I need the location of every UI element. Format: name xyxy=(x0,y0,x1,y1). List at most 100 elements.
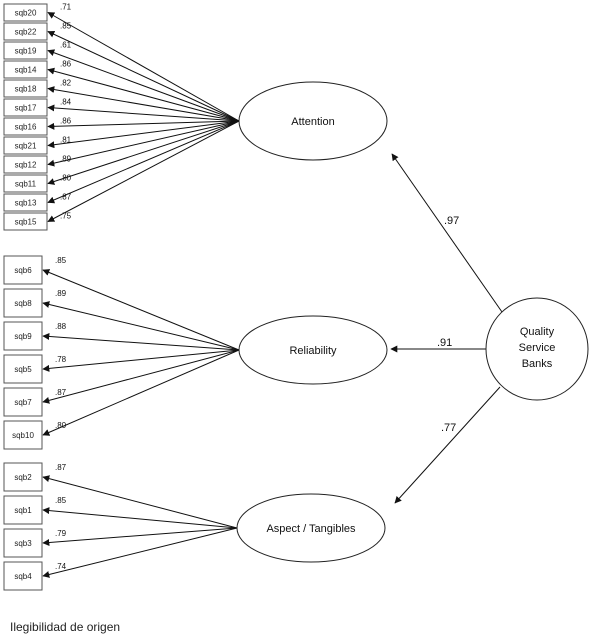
indicator-box-frame xyxy=(3,98,48,117)
indicator-loading: .79 xyxy=(55,529,67,538)
factor-label: Attention xyxy=(291,116,334,128)
indicator-box-frame xyxy=(3,3,48,22)
structural-loading-tangibles: .77 xyxy=(441,422,456,434)
indicator-box-frame xyxy=(3,174,48,193)
indicator-box-frame xyxy=(3,79,48,98)
root-label-line: Banks xyxy=(522,358,553,370)
indicator-loading: .89 xyxy=(60,155,72,164)
indicator-box-sqb6: sqb6 xyxy=(3,255,43,285)
indicator-box-sqb14: sqb14 xyxy=(3,60,48,79)
indicator-box-sqb17: sqb17 xyxy=(3,98,48,117)
indicator-box-frame xyxy=(3,495,43,525)
indicator-loading: .87 xyxy=(60,193,72,202)
indicator-label: sqb7 xyxy=(14,398,32,407)
root-label-line: Service xyxy=(519,342,556,354)
indicator-loading: .80 xyxy=(60,174,72,183)
factor-reliability: Reliability xyxy=(238,315,388,385)
factor-ellipse xyxy=(238,81,388,161)
indicator-loading: .82 xyxy=(60,79,72,88)
indicator-box-sqb7: sqb7 xyxy=(3,387,43,417)
indicator-box-sqb11: sqb11 xyxy=(3,174,48,193)
indicator-box-sqb9: sqb9 xyxy=(3,321,43,351)
indicator-loading: .88 xyxy=(55,322,67,331)
indicator-box-frame xyxy=(3,528,43,558)
indicator-label: sqb5 xyxy=(14,365,32,374)
indicator-box-sqb4: sqb4 xyxy=(3,561,43,591)
indicator-loading: .85 xyxy=(60,22,72,31)
factor-attention: Attention xyxy=(238,81,388,161)
indicator-label: sqb12 xyxy=(15,161,37,170)
tangibles-indicator-path xyxy=(42,507,238,529)
indicator-label: sqb20 xyxy=(15,9,37,18)
indicator-box-sqb15: sqb15 xyxy=(3,212,48,231)
indicator-label: sqb19 xyxy=(15,47,37,56)
indicator-loading: .87 xyxy=(55,388,67,397)
root-label-line: Quality xyxy=(520,326,555,338)
indicator-box-sqb20: sqb20 xyxy=(3,3,48,22)
indicator-box-frame xyxy=(3,420,43,450)
indicator-loading: .78 xyxy=(55,355,67,364)
indicator-label: sqb8 xyxy=(14,299,32,308)
indicator-label: sqb9 xyxy=(14,332,32,341)
indicator-box-sqb2: sqb2 xyxy=(3,462,43,492)
indicator-label: sqb16 xyxy=(15,123,37,132)
reliability-indicator-path xyxy=(42,349,240,436)
indicator-boxes: sqb20 sqb22 sqb19 sqb14 sqb18 sqb17 sqb16 sqb21… xyxy=(3,3,48,591)
indicator-label: sqb17 xyxy=(15,104,37,113)
structural-path-tangibles xyxy=(394,386,501,504)
indicator-loading: .86 xyxy=(60,117,72,126)
indicator-box-sqb10: sqb10 xyxy=(3,420,43,450)
structural-path-attention xyxy=(391,153,503,313)
indicator-loading: .81 xyxy=(60,136,72,145)
indicator-label: sqb11 xyxy=(15,180,37,189)
indicator-loading: .80 xyxy=(55,421,67,430)
attention-indicator-path xyxy=(47,120,240,185)
structural-loading-attention: .97 xyxy=(444,215,459,227)
indicator-box-sqb13: sqb13 xyxy=(3,193,48,212)
indicator-box-sqb21: sqb21 xyxy=(3,136,48,155)
indicator-loading: .87 xyxy=(55,463,67,472)
factor-ellipse xyxy=(236,493,386,563)
indicator-label: sqb6 xyxy=(14,266,32,275)
attention-indicator-path xyxy=(47,120,240,149)
indicator-box-sqb5: sqb5 xyxy=(3,354,43,384)
indicator-loading: .85 xyxy=(55,496,67,505)
reliability-indicator-path xyxy=(42,349,240,404)
reliability-indicator-path xyxy=(42,349,240,372)
factor-label: Aspect / Tangibles xyxy=(266,523,356,535)
tangibles-indicator-path xyxy=(42,527,238,578)
indicator-label: sqb15 xyxy=(15,218,37,227)
indicator-box-frame xyxy=(3,155,48,174)
indicator-label: sqb4 xyxy=(14,572,32,581)
indicator-loading: .85 xyxy=(55,256,67,265)
indicator-box-frame xyxy=(3,212,48,231)
indicator-box-frame xyxy=(3,387,43,417)
factor-label: Reliability xyxy=(289,345,337,357)
indicator-box-frame xyxy=(3,255,43,285)
indicator-loading: .89 xyxy=(55,289,67,298)
attention-indicator-path xyxy=(47,86,240,122)
indicator-loading: .61 xyxy=(60,41,72,50)
indicator-box-sqb22: sqb22 xyxy=(3,22,48,41)
indicator-label: sqb18 xyxy=(15,85,37,94)
attention-indicator-path xyxy=(47,120,240,167)
root-circle xyxy=(485,297,589,401)
indicator-box-frame xyxy=(3,321,43,351)
indicator-box-frame xyxy=(3,288,43,318)
indicator-box-frame xyxy=(3,561,43,591)
indicator-box-frame xyxy=(3,117,48,136)
indicator-loading: .74 xyxy=(55,562,67,571)
reliability-indicator-path xyxy=(42,332,240,351)
attention-indicator-path xyxy=(47,31,240,122)
indicator-label: sqb22 xyxy=(15,28,37,37)
indicator-label: sqb3 xyxy=(14,539,32,548)
attention-indicator-path xyxy=(47,12,240,122)
tangibles-indicator-path xyxy=(42,475,238,529)
indicator-loading: .71 xyxy=(60,3,72,12)
indicator-box-sqb1: sqb1 xyxy=(3,495,43,525)
indicator-box-sqb3: sqb3 xyxy=(3,528,43,558)
attention-indicator-path xyxy=(47,120,240,204)
attention-indicator-path xyxy=(47,120,240,222)
